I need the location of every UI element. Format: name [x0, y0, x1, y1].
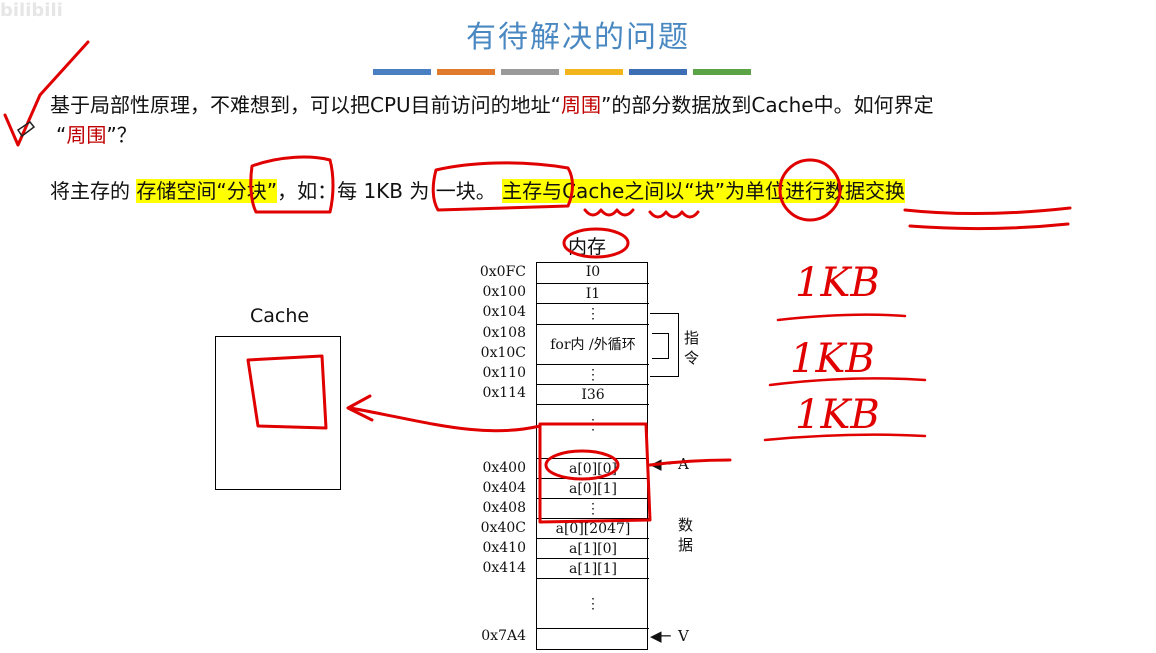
- paragraph-text: 基于局部性原理，不难想到，可以把CPU目前访问的地址“: [50, 93, 562, 117]
- instruction-bracket: [650, 313, 679, 377]
- emphasis-text: 周围: [561, 93, 602, 117]
- address-label: 0x410: [482, 540, 526, 556]
- memory-cell: ⋮: [537, 498, 649, 518]
- colorbar-segment: [373, 69, 431, 75]
- paragraph-1: 基于局部性原理，不难想到，可以把CPU目前访问的地址“周围”的部分数据放到Cac…: [50, 90, 934, 150]
- memory-cell: I0: [585, 264, 601, 280]
- memory-cell: a[1][0]: [537, 538, 649, 558]
- memory-cell: I1: [537, 283, 649, 303]
- address-label: 0x110: [482, 365, 526, 381]
- colorbar-segment: [693, 69, 751, 75]
- address-label: 0x7A4: [481, 628, 526, 644]
- address-label: 0x104: [482, 304, 526, 320]
- colorbar-segment: [565, 69, 623, 75]
- pointer-v: ◀─V: [650, 627, 689, 645]
- handwritten-note: 1KB: [795, 392, 880, 438]
- emphasis-text: 周围: [66, 123, 107, 147]
- data-label: 数据: [678, 516, 694, 554]
- address-label: 0x414: [482, 560, 526, 576]
- colorbar-segment: [437, 69, 495, 75]
- paragraph-text: “: [56, 123, 67, 147]
- memory-cell: ⋮: [537, 303, 649, 324]
- cache-box: [215, 336, 341, 490]
- address-label: 0x400: [482, 460, 526, 476]
- colorbar-segment: [501, 69, 559, 75]
- slide-title: 有待解决的问题: [466, 20, 690, 55]
- memory-cell: I36: [537, 384, 649, 404]
- paragraph-text: ”的部分数据放到Cache中。如何界定: [601, 93, 934, 117]
- address-label: 0x100: [482, 284, 526, 300]
- handwritten-note: 1KB: [790, 336, 875, 382]
- address-label: 0x0FC: [479, 264, 526, 280]
- highlight-text: 存储空间“分块”: [136, 179, 278, 203]
- cache-label: Cache: [250, 305, 310, 327]
- address-label: 0x404: [482, 480, 526, 496]
- address-label: 0x408: [482, 500, 526, 516]
- address-label: 0x114: [482, 385, 526, 401]
- memory-cell: for内 /外循环: [537, 324, 649, 364]
- memory-cell: a[0][0]: [537, 458, 649, 478]
- memory-cell: a[0][2047]: [537, 518, 649, 538]
- paragraph-text: 为 一块。: [403, 179, 496, 203]
- instruction-label: 指令: [684, 329, 700, 367]
- memory-cell: ⋮: [537, 578, 649, 628]
- memory-cell: a[1][1]: [537, 558, 649, 578]
- colorbar-segment: [629, 69, 687, 75]
- memory-cell: [537, 628, 649, 650]
- handwritten-note: 1KB: [795, 260, 880, 306]
- paragraph-text: ，如：每: [277, 179, 358, 203]
- watermark: bilibili: [0, 0, 63, 21]
- paragraph-text: 将主存的: [50, 179, 130, 203]
- memory-table: I0 I1 ⋮ for内 /外循环 ⋮ I36 ⋮ a[0][0] a[0][1…: [536, 262, 649, 650]
- paragraph-text: ”？: [106, 123, 137, 147]
- address-label: 0x108: [482, 325, 526, 341]
- memory-cell: ⋮: [537, 364, 649, 384]
- block-size-text: 1KB: [363, 179, 404, 203]
- address-label: 0x10C: [480, 345, 526, 361]
- address-label: 0x40C: [480, 520, 526, 536]
- memory-label: 内存: [568, 236, 607, 258]
- loop-bracket: [652, 333, 669, 359]
